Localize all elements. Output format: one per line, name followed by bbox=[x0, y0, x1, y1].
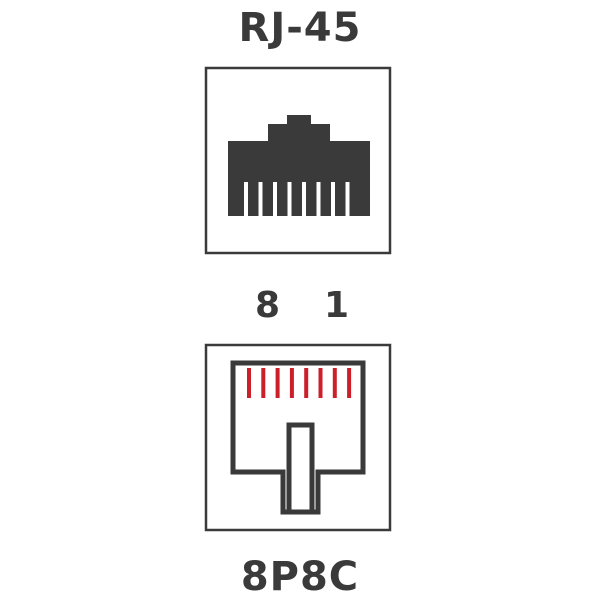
plug-contact-slots bbox=[244, 182, 350, 216]
8p8c-jack-outline bbox=[230, 360, 366, 515]
rj45-frame bbox=[204, 66, 392, 255]
plug-contact-slot bbox=[287, 182, 292, 216]
rj45-plug-icon bbox=[228, 115, 370, 216]
jack-pin bbox=[247, 368, 251, 398]
jack-pin bbox=[304, 368, 309, 398]
pin-8-label: 8 bbox=[255, 285, 281, 326]
jack-pin bbox=[347, 368, 352, 398]
jack-pin bbox=[318, 368, 323, 398]
pin-1-label: 1 bbox=[324, 285, 350, 326]
plug-contact-slot bbox=[302, 182, 306, 216]
plug-contact-slot bbox=[345, 182, 350, 216]
plug-contact-slot bbox=[316, 182, 321, 216]
8p8c-title: 8P8C bbox=[240, 554, 360, 600]
jack-latch bbox=[286, 422, 315, 515]
jack-pin bbox=[332, 368, 337, 398]
plug-contact-slot bbox=[258, 182, 263, 216]
plug-contact-slot bbox=[273, 182, 277, 216]
jack-pin bbox=[261, 368, 266, 398]
plug-contact-slot bbox=[331, 182, 335, 216]
rj45-title: RJ-45 bbox=[238, 5, 362, 51]
8p8c-frame bbox=[204, 343, 392, 532]
plug-contact-slot bbox=[244, 182, 248, 216]
jack-pins bbox=[247, 368, 352, 398]
jack-pin bbox=[289, 368, 294, 398]
jack-pin bbox=[275, 368, 280, 398]
